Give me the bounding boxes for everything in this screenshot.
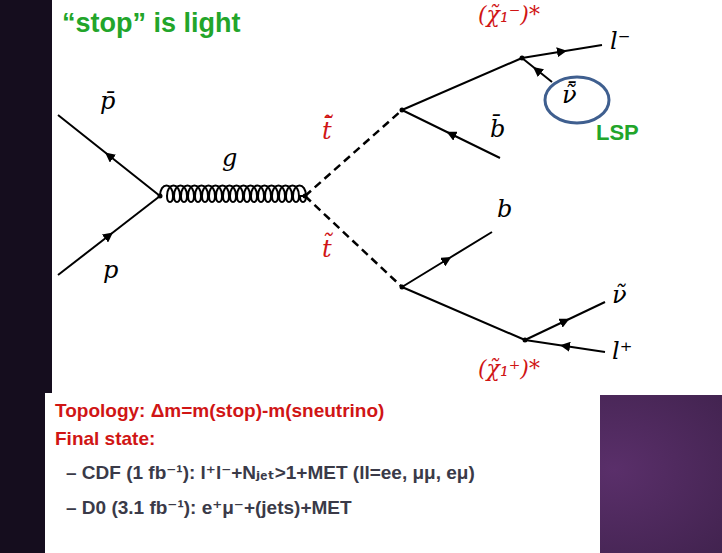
- antiproton-line: [58, 115, 160, 196]
- vertex-dot: [520, 56, 525, 61]
- vertex-dot: [400, 285, 405, 290]
- particle-label: t̃: [322, 236, 332, 264]
- sneutrino-line: [525, 302, 605, 340]
- stop-line: [305, 196, 402, 287]
- bullet-item: – CDF (1 fb⁻¹): l⁺l⁻+Nⱼₑₜ>1+MET (ll=ee, …: [66, 462, 475, 484]
- antibottom-line: [402, 110, 500, 158]
- text-panel: [45, 393, 600, 553]
- vertex-dot: [303, 194, 308, 199]
- particle-label: l⁻: [610, 28, 630, 56]
- particle-label: b̄: [490, 116, 505, 144]
- bullet-item: – D0 (3.1 fb⁻¹): e⁺μ⁻+(jets)+MET: [66, 497, 352, 519]
- vertex-dot: [158, 194, 163, 199]
- vertex-dot: [400, 108, 405, 113]
- gluon-line: [160, 186, 306, 203]
- lsp-circle: [545, 77, 609, 123]
- topology-note: Topology: Δm=m(stop)-m(sneutrino): [55, 400, 384, 422]
- particle-label: ν̃̄: [562, 82, 577, 110]
- diagram-panel: [52, 0, 722, 395]
- particle-label: b: [497, 196, 512, 224]
- particle-label: (χ̃₁⁻)*: [478, 2, 540, 27]
- particle-label: p: [103, 257, 118, 285]
- particle-label: p̄: [100, 88, 115, 116]
- slide-title: “stop” is light: [62, 8, 241, 39]
- antilepton-line: [525, 340, 605, 352]
- particle-label: g: [222, 145, 237, 173]
- chargino-line: [402, 287, 525, 340]
- vertex-dot: [523, 338, 528, 343]
- antistop-line: [305, 110, 402, 196]
- bottom-line: [402, 232, 492, 287]
- antisneutrino-line: [522, 58, 552, 82]
- lsp-label: LSP: [596, 120, 639, 145]
- final-state-heading: Final state:: [55, 428, 155, 450]
- particle-label: ν̃: [612, 282, 627, 310]
- particle-label: (χ̃₁⁺)*: [478, 356, 540, 381]
- chargino-line: [402, 58, 522, 110]
- particle-label: t̃̄: [322, 118, 332, 146]
- lepton-line: [522, 45, 602, 58]
- particle-label: l⁺: [612, 338, 632, 366]
